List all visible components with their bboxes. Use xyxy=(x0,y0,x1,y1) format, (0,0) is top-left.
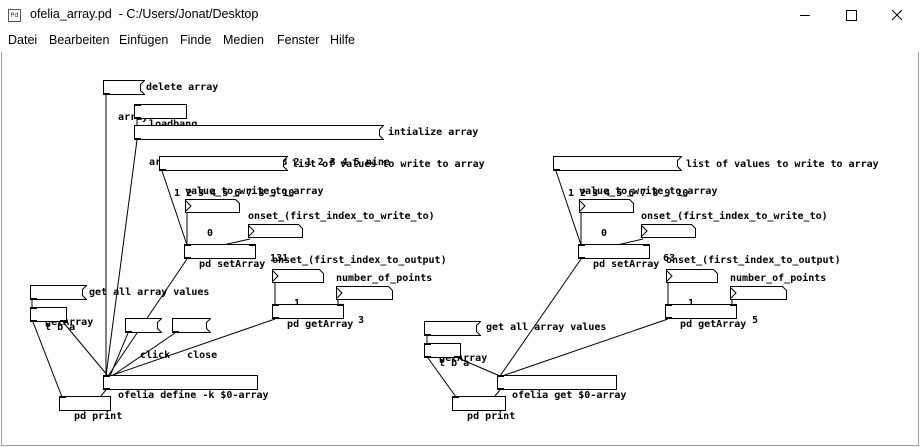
setarray-subpatch[interactable]: pd setArray xyxy=(184,244,265,270)
menu-einfuegen[interactable]: Einfügen xyxy=(119,33,169,47)
values-list-message[interactable]: 1 2 3 4 5 6 7 8 9 10 xyxy=(159,156,294,199)
loadbang-object[interactable]: loadbang xyxy=(134,104,197,130)
menu-hilfe[interactable]: Hilfe xyxy=(330,33,356,47)
minimize-button[interactable] xyxy=(782,0,828,31)
minimize-icon xyxy=(800,15,810,16)
getarray-subpatch[interactable]: pd getArray xyxy=(272,304,353,330)
values-comment-right: list of values to write to array xyxy=(686,159,879,170)
trigger-object-right[interactable]: t b a xyxy=(424,343,469,369)
click-message[interactable]: click xyxy=(125,318,170,361)
values-comment: list of values to write to array xyxy=(292,159,485,170)
value-number-box[interactable]: 0 xyxy=(185,199,240,239)
close-message[interactable]: close xyxy=(172,318,217,361)
value-label-right: value_to_write_to_array xyxy=(579,186,718,197)
maximize-button[interactable] xyxy=(828,0,874,31)
getarray-subpatch-right[interactable]: pd getArray xyxy=(665,304,746,330)
onset-number-box-right[interactable]: 63 xyxy=(641,224,696,264)
window-title: ofelia_array.pd - C:/Users/Jonat/Desktop xyxy=(30,7,259,21)
getarray-message[interactable]: getArray xyxy=(30,285,93,328)
init-array-comment: intialize array xyxy=(388,127,479,138)
menu-datei[interactable]: Datei xyxy=(8,33,38,47)
points-label: number_of_points xyxy=(336,273,433,284)
menu-fenster[interactable]: Fenster xyxy=(277,33,320,47)
onset-label: onset_(first_index_to_write_to) xyxy=(248,211,435,222)
onset-output-label: onset_(first_index_to_output) xyxy=(272,255,447,266)
getarray-message-right[interactable]: getArray xyxy=(424,321,487,364)
delete-array-comment: delete array xyxy=(146,82,219,93)
print-subpatch-right[interactable]: pd print xyxy=(452,396,515,422)
trigger-object[interactable]: t b a xyxy=(30,307,75,333)
points-label-right: number_of_points xyxy=(730,273,827,284)
onset-output-number-box-right[interactable]: 1 xyxy=(666,269,718,309)
getall-comment: get all array values xyxy=(89,287,210,298)
title-bar: Pd ofelia_array.pd - C:/Users/Jonat/Desk… xyxy=(0,0,920,31)
value-label: value_to_write_to_array xyxy=(185,186,324,197)
points-number-box[interactable]: 3 xyxy=(336,286,393,326)
menu-bar: Datei Bearbeiten Einfügen Finde Medien F… xyxy=(0,31,920,52)
value-number-box-right[interactable]: 0 xyxy=(579,199,634,239)
array-init-message[interactable]: array 5 6 7 8 123 1 2 3 2 1 2 3 4 5 nine xyxy=(134,125,390,168)
ofelia-define-object[interactable]: ofelia define -k $0-array xyxy=(103,375,269,401)
onset-output-label-right: onset_(first_index_to_output) xyxy=(666,255,841,266)
ofelia-get-object[interactable]: ofelia get $0-array xyxy=(497,375,626,401)
menu-medien[interactable]: Medien xyxy=(223,33,264,47)
close-icon xyxy=(891,9,903,21)
getall-comment-right: get all array values xyxy=(486,322,607,333)
values-list-message-right[interactable]: 1 2 3 4 5 6 7 8 9 10 xyxy=(553,156,688,199)
points-number-box-right[interactable]: 5 xyxy=(730,286,787,326)
close-button[interactable] xyxy=(874,0,920,31)
array-message[interactable]: array xyxy=(103,80,148,123)
onset-output-number-box[interactable]: 1 xyxy=(272,269,324,309)
print-subpatch[interactable]: pd print xyxy=(59,396,122,422)
setarray-subpatch-right[interactable]: pd setArray xyxy=(578,244,659,270)
menu-bearbeiten[interactable]: Bearbeiten xyxy=(49,33,110,47)
menu-finde[interactable]: Finde xyxy=(180,33,212,47)
onset-label-right: onset_(first_index_to_write_to) xyxy=(641,211,828,222)
onset-number-box[interactable]: 131 xyxy=(248,224,303,264)
maximize-icon xyxy=(846,10,857,21)
patch-canvas[interactable] xyxy=(1,52,919,446)
pd-app-icon: Pd xyxy=(8,9,21,22)
